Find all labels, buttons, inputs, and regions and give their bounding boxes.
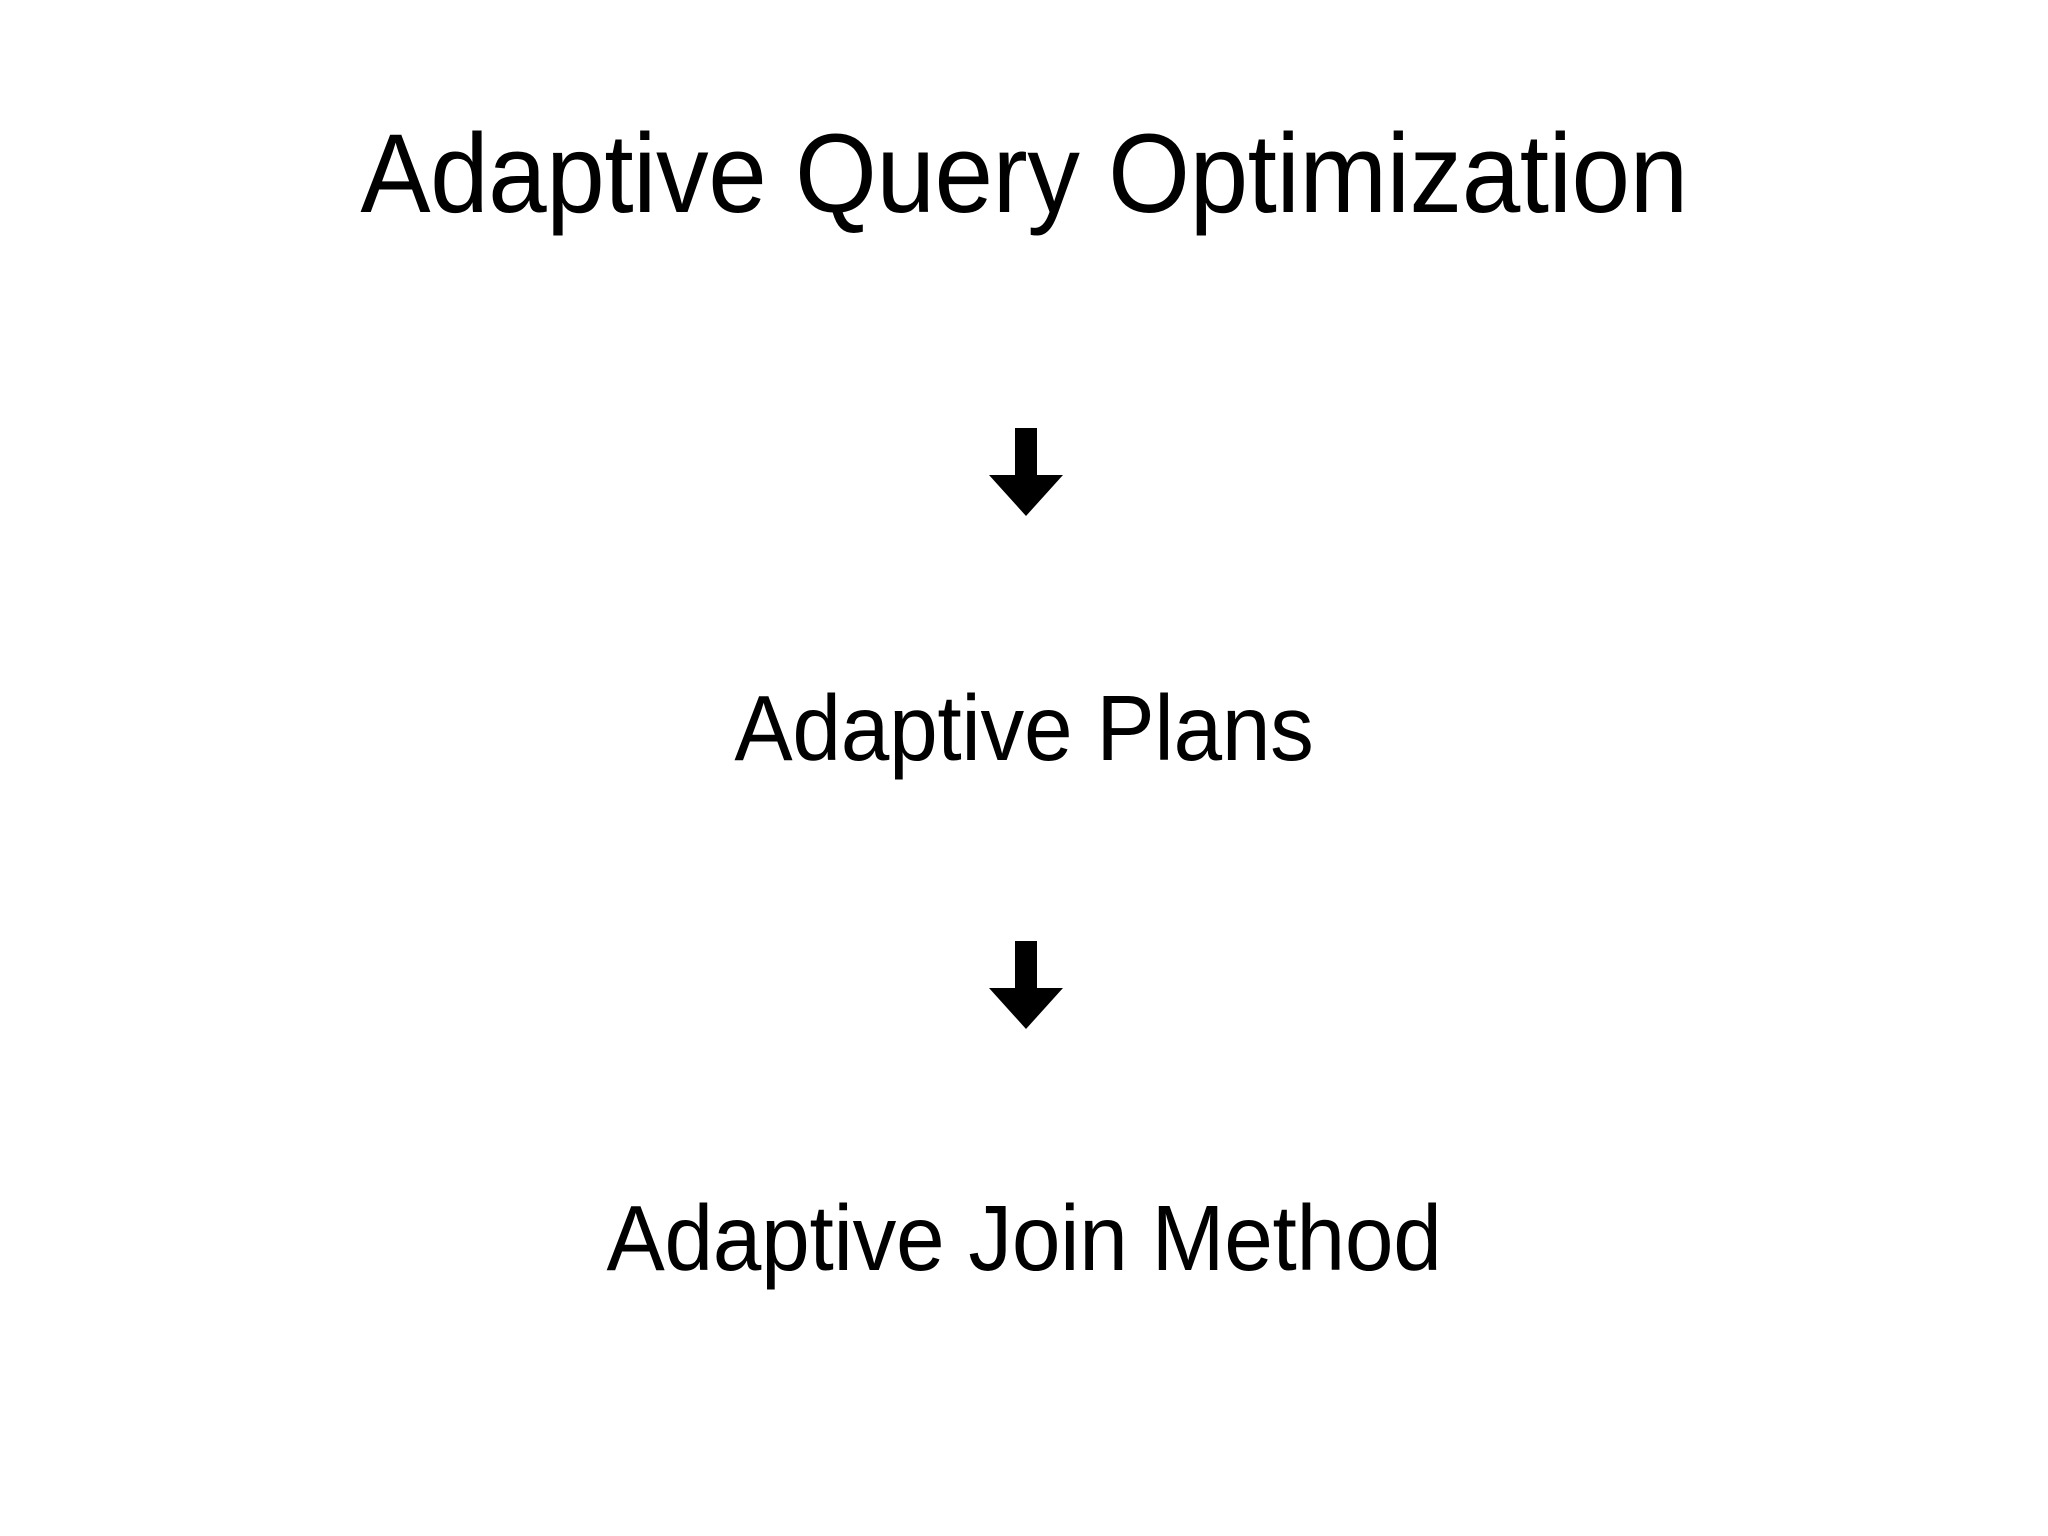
flow-step-adaptive-plans: Adaptive Plans [734,676,1314,780]
flow-step-adaptive-join-method: Adaptive Join Method [606,1186,1442,1290]
arrow-down-icon [989,428,1063,516]
arrow-down-icon [989,941,1063,1029]
page-title: Adaptive Query Optimization [360,111,1688,236]
